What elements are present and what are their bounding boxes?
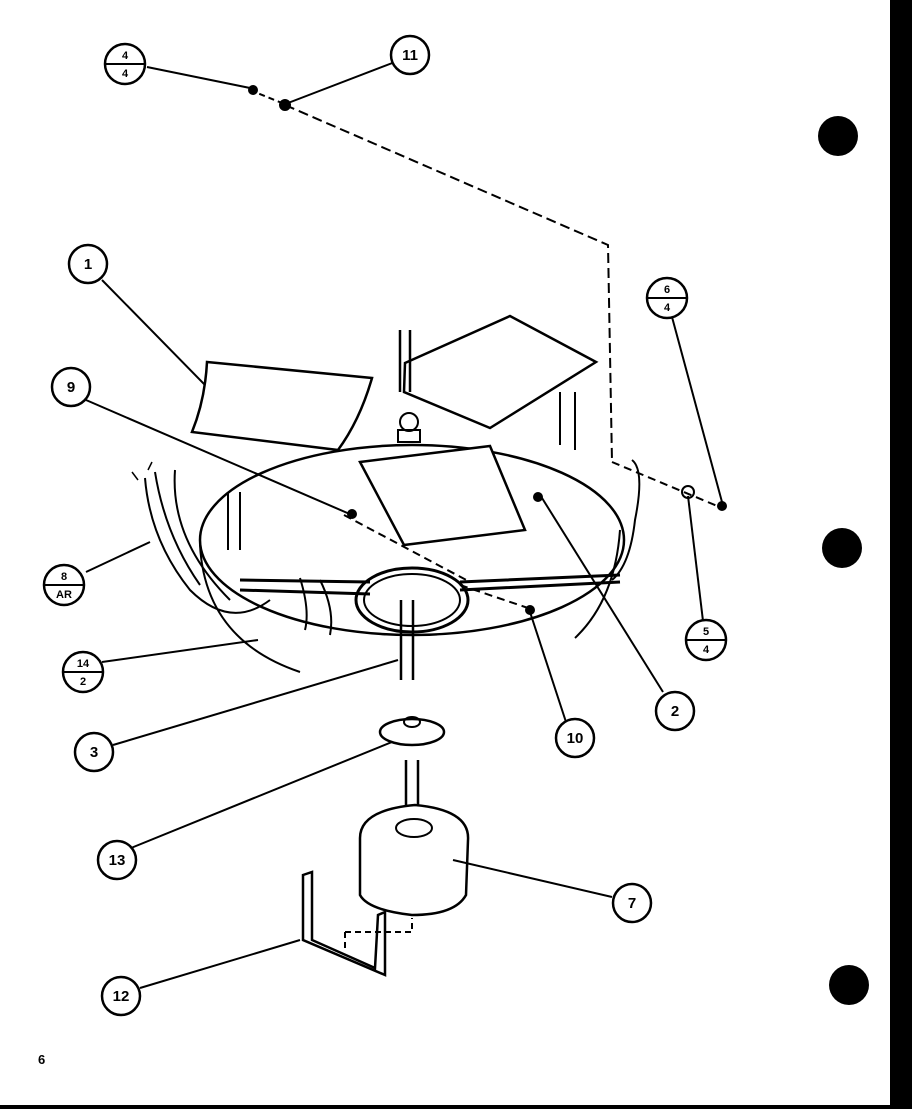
callout-2: 2 <box>654 690 696 732</box>
fan-blade-front <box>358 444 527 547</box>
binder-hole-bottom <box>829 965 869 1005</box>
svg-text:10: 10 <box>567 730 584 747</box>
wire-harness <box>144 469 333 636</box>
washer-part-13 <box>378 717 446 747</box>
motor-bracket-part-12 <box>301 870 387 977</box>
callout-3: 3 <box>73 731 115 773</box>
callout-ref-4-4: 4 4 <box>103 42 147 86</box>
svg-text:5: 5 <box>703 626 709 638</box>
svg-text:4: 4 <box>664 302 671 314</box>
drawing-linework <box>131 85 727 977</box>
callout-ref-5-4: 5 4 <box>684 618 728 662</box>
page-number: 6 <box>38 1052 45 1067</box>
callout-12: 12 <box>100 975 142 1017</box>
svg-text:4: 4 <box>703 644 710 656</box>
svg-text:4: 4 <box>122 50 129 62</box>
svg-text:14: 14 <box>77 658 90 670</box>
callout-ref-6-4: 6 4 <box>645 276 689 320</box>
binder-hole-top <box>818 116 858 156</box>
binder-hole-middle <box>822 528 862 568</box>
callout-11: 11 <box>389 34 431 76</box>
fan-blade-right <box>402 314 599 430</box>
callout-ref-14-2: 14 2 <box>61 650 105 694</box>
fan-motor-body <box>358 803 470 917</box>
callout-7: 7 <box>611 882 653 924</box>
svg-text:7: 7 <box>628 895 636 912</box>
svg-text:2: 2 <box>80 676 86 688</box>
callout-1: 1 <box>67 243 109 285</box>
callout-10: 10 <box>554 717 596 759</box>
svg-text:1: 1 <box>84 256 92 273</box>
svg-text:6: 6 <box>664 284 670 296</box>
svg-text:3: 3 <box>90 744 98 761</box>
svg-text:13: 13 <box>109 852 126 869</box>
svg-text:AR: AR <box>56 589 72 601</box>
callout-13: 13 <box>96 839 138 881</box>
svg-text:12: 12 <box>113 988 130 1005</box>
fan-blade-left <box>190 360 374 452</box>
svg-text:2: 2 <box>671 703 679 720</box>
motor-mount-bracket <box>239 573 621 596</box>
svg-text:9: 9 <box>67 379 75 396</box>
svg-text:8: 8 <box>61 571 67 583</box>
fan-shaft <box>398 330 415 680</box>
callout-9: 9 <box>50 366 92 408</box>
callout-ref-8-ar: 8 AR <box>42 563 86 607</box>
paper-sheet <box>0 0 890 1105</box>
svg-text:11: 11 <box>402 47 418 64</box>
svg-text:4: 4 <box>122 68 129 80</box>
leader-lines <box>85 61 723 989</box>
